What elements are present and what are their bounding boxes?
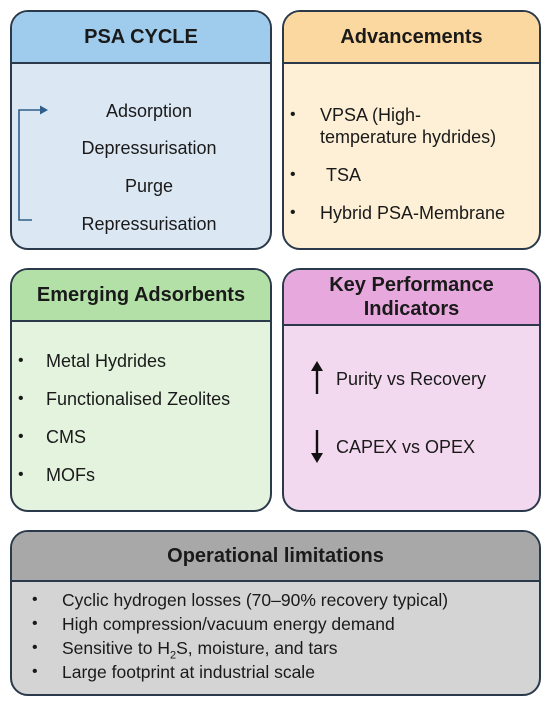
list-item: • VPSA (High- temperature hydrides) (290, 104, 535, 148)
list-item: • CMS (18, 426, 268, 448)
list-item-text: High compression/vacuum energy demand (62, 614, 395, 634)
list-item: • Sensitive to H2S, moisture, and tars (32, 636, 531, 662)
list-item: • Cyclic hydrogen losses (70–90% recover… (32, 588, 531, 612)
list-item-text: MOFs (46, 465, 95, 485)
bullet-icon: • (290, 106, 296, 123)
list-item: • Metal Hydrides (18, 350, 268, 372)
list-item-text: Sensitive to H2S, moisture, and tars (32, 636, 531, 662)
cycle-step-repressurisation: Repressurisation (81, 214, 217, 234)
kpi-item-text: Purity vs Recovery (336, 369, 487, 389)
list-item-text: Metal Hydrides (46, 351, 167, 371)
list-item-text: TSA (326, 165, 362, 185)
list-item-text: Functionalised Zeolites (46, 389, 231, 409)
list-item: • High compression/vacuum energy demand (32, 612, 531, 636)
text-segment: S, moisture, and tars (176, 638, 338, 658)
list-item: • TSA (290, 164, 535, 186)
bullet-icon: • (18, 352, 24, 369)
bullet-icon: • (32, 615, 38, 632)
kpi-title: Key Performance Indicators (284, 270, 539, 326)
key-performance-indicators-card: Key Performance Indicators Purity vs Rec… (282, 268, 541, 512)
psa-cycle-body: Adsorption Depressurisation Purge Repres… (12, 64, 270, 248)
kpi-title-line1: Key Performance (329, 274, 494, 296)
operational-limitations-body: • Cyclic hydrogen losses (70–90% recover… (12, 582, 539, 694)
bullet-icon: • (18, 428, 24, 445)
list-item: • Hybrid PSA-Membrane (290, 202, 535, 224)
bullet-icon: • (18, 466, 24, 483)
list-item-text: VPSA (High- (320, 105, 422, 125)
operational-limitations-title: Operational limitations (12, 532, 539, 582)
bullet-icon: • (290, 166, 296, 183)
emerging-adsorbents-body: • Metal Hydrides • Functionalised Zeolit… (12, 322, 270, 510)
list-item: • Large footprint at industrial scale (32, 660, 531, 684)
up-arrow-icon (311, 361, 323, 394)
advancements-body: • VPSA (High- temperature hydrides) • TS… (284, 64, 539, 248)
emerging-adsorbents-title: Emerging Adsorbents (12, 270, 270, 322)
cycle-step-purge: Purge (124, 176, 174, 196)
list-item-text: temperature hydrides) (320, 127, 497, 147)
emerging-adsorbents-card: Emerging Adsorbents • Metal Hydrides • F… (10, 268, 272, 512)
list-item-text: Large footprint at industrial scale (62, 662, 315, 682)
bullet-icon: • (32, 663, 38, 680)
list-item: • MOFs (18, 464, 268, 486)
bullet-icon: • (290, 204, 296, 221)
operational-limitations-card: Operational limitations • Cyclic hydroge… (10, 530, 541, 696)
advancements-card: Advancements • VPSA (High- temperature h… (282, 10, 541, 250)
cycle-step-adsorption: Adsorption (105, 101, 193, 121)
list-item-text: Cyclic hydrogen losses (70–90% recovery … (62, 590, 449, 610)
cycle-step-depressurisation: Depressurisation (81, 138, 217, 158)
list-item: • Functionalised Zeolites (18, 388, 268, 410)
bullet-icon: • (32, 591, 38, 608)
bullet-icon: • (18, 390, 24, 407)
operational-limitations-list: • Cyclic hydrogen losses (70–90% recover… (32, 588, 531, 684)
bullet-icon: • (32, 639, 38, 656)
subscript: 2 (169, 649, 177, 662)
cycle-loop-arrow-icon (18, 105, 48, 221)
list-item-text: CMS (46, 427, 86, 447)
advancements-title: Advancements (284, 12, 539, 64)
kpi-item-text: CAPEX vs OPEX (336, 437, 476, 457)
psa-cycle-card: PSA CYCLE Adsorption Depressurisation Pu… (10, 10, 272, 250)
psa-cycle-title: PSA CYCLE (12, 12, 270, 64)
text-segment: Sensitive to H (62, 638, 170, 658)
down-arrow-icon (311, 430, 323, 463)
list-item-text: Hybrid PSA-Membrane (320, 203, 506, 223)
kpi-body: Purity vs Recovery CAPEX vs OPEX (284, 326, 539, 510)
kpi-title-line2: Indicators (363, 298, 460, 320)
